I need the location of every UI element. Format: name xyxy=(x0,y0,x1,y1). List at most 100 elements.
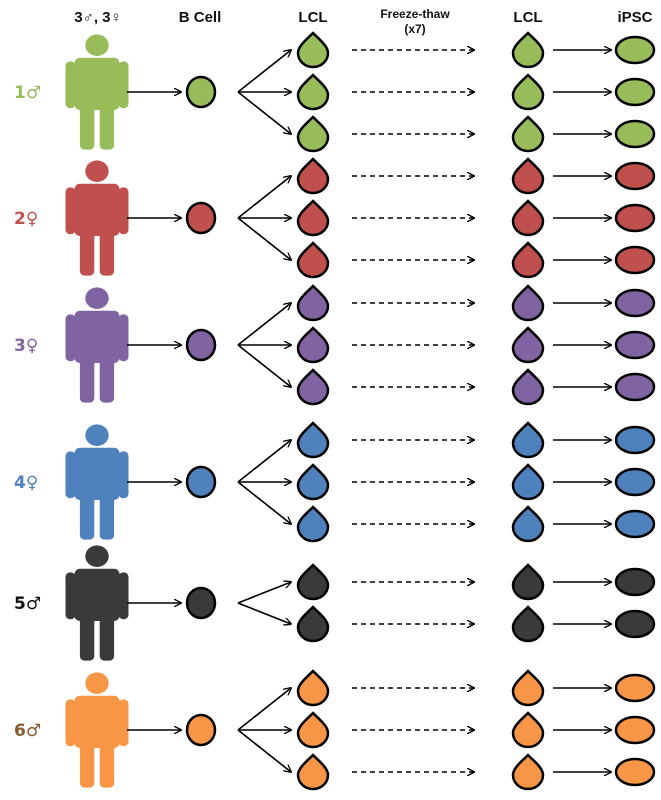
person-torso-icon xyxy=(74,57,120,110)
arrow-to-lcl xyxy=(237,602,291,624)
person-left-leg-icon xyxy=(79,492,95,540)
freeze-thaw-header: Freeze-thaw xyxy=(380,7,450,21)
freeze-thaw-count: (x7) xyxy=(404,22,425,36)
donor-row: 3♀ xyxy=(14,284,656,406)
ipsc-oval-icon xyxy=(614,245,656,275)
person-left-arm-icon xyxy=(65,187,76,235)
lcl-droplet-icon xyxy=(511,241,545,279)
lcl-droplet-icon xyxy=(296,199,330,237)
donor-row: 5♂ xyxy=(14,545,656,661)
lcl-droplet-icon xyxy=(296,368,330,406)
lcl-droplet-icon xyxy=(296,241,330,279)
ipsc-oval-icon xyxy=(614,609,656,639)
lcl-droplet-icon xyxy=(296,463,330,501)
lcl-droplet-icon xyxy=(296,563,330,601)
ipsc-oval-icon xyxy=(614,77,656,107)
arrow-to-lcl xyxy=(237,176,291,219)
lcl-droplet-icon xyxy=(296,605,330,643)
person-right-arm-icon xyxy=(118,451,129,499)
donor-label: 5♂ xyxy=(14,594,41,614)
lcl-droplet-icon xyxy=(296,157,330,195)
arrow-to-lcl xyxy=(237,91,291,134)
b-cell-circle-icon xyxy=(185,75,217,109)
donor-rows: 1♂2♀3♀4♀5♂6♂ xyxy=(14,31,656,791)
person-right-leg-icon xyxy=(99,228,115,276)
donor-row: 1♂ xyxy=(14,31,656,153)
person-right-leg-icon xyxy=(99,355,115,403)
lcl-droplet-icon xyxy=(511,31,545,69)
arrow-to-lcl xyxy=(237,217,291,260)
person-left-leg-icon xyxy=(79,102,95,150)
arrow-to-lcl xyxy=(237,303,291,346)
lcl-droplet-icon xyxy=(296,31,330,69)
person-left-leg-icon xyxy=(79,613,95,661)
lcl-droplet-icon xyxy=(296,284,330,322)
person-right-arm-icon xyxy=(118,699,129,747)
lcl-droplet-icon xyxy=(296,115,330,153)
lcl-left-header: LCL xyxy=(298,9,327,26)
person-left-arm-icon xyxy=(65,61,76,109)
ipsc-oval-icon xyxy=(614,467,656,497)
header-row: 3♂, 3♀ B Cell LCL Freeze-thaw (x7) LCL i… xyxy=(74,7,652,36)
person-right-arm-icon xyxy=(118,572,129,620)
ipsc-oval-icon xyxy=(614,330,656,360)
lcl-droplet-icon xyxy=(511,711,545,749)
person-left-arm-icon xyxy=(65,699,76,747)
person-left-leg-icon xyxy=(79,228,95,276)
ipsc-oval-icon xyxy=(614,567,656,597)
arrow-to-lcl xyxy=(237,50,291,93)
ipsc-oval-icon xyxy=(614,425,656,455)
arrow-to-lcl xyxy=(237,440,291,483)
ipsc-oval-icon xyxy=(614,119,656,149)
b-cell-circle-icon xyxy=(185,713,217,747)
person-right-leg-icon xyxy=(99,102,115,150)
ipsc-oval-icon xyxy=(614,161,656,191)
lcl-right-header: LCL xyxy=(513,9,542,26)
donor-row: 6♂ xyxy=(14,669,656,791)
donor-label: 2♀ xyxy=(14,209,38,229)
person-torso-icon xyxy=(74,310,120,363)
arrow-to-lcl xyxy=(237,344,291,387)
ipsc-oval-icon xyxy=(614,203,656,233)
lcl-droplet-icon xyxy=(296,669,330,707)
lcl-droplet-icon xyxy=(511,669,545,707)
person-torso-icon xyxy=(74,447,120,500)
ipsc-oval-icon xyxy=(614,715,656,745)
lcl-droplet-icon xyxy=(511,753,545,791)
person-left-arm-icon xyxy=(65,572,76,620)
bcell-header: B Cell xyxy=(179,9,222,26)
lcl-droplet-icon xyxy=(511,368,545,406)
b-cell-circle-icon xyxy=(185,465,217,499)
person-right-arm-icon xyxy=(118,314,129,362)
person-head-icon xyxy=(85,672,109,694)
lcl-droplet-icon xyxy=(296,505,330,543)
donor-row: 2♀ xyxy=(14,157,656,279)
person-head-icon xyxy=(85,424,109,447)
person-left-leg-icon xyxy=(79,355,95,403)
donor-label: 3♀ xyxy=(14,336,38,356)
lcl-droplet-icon xyxy=(511,157,545,195)
lcl-droplet-icon xyxy=(511,463,545,501)
donor-label: 6♂ xyxy=(14,721,41,741)
lcl-droplet-icon xyxy=(511,563,545,601)
person-left-leg-icon xyxy=(79,740,95,788)
person-right-arm-icon xyxy=(118,187,129,235)
person-right-leg-icon xyxy=(99,740,115,788)
lcl-droplet-icon xyxy=(296,73,330,111)
lcl-droplet-icon xyxy=(296,326,330,364)
ipsc-oval-icon xyxy=(614,288,656,318)
b-cell-circle-icon xyxy=(185,586,217,620)
lcl-droplet-icon xyxy=(511,199,545,237)
ipsc-header: iPSC xyxy=(617,9,652,26)
lcl-droplet-icon xyxy=(511,421,545,459)
ipsc-oval-icon xyxy=(614,673,656,703)
lcl-droplet-icon xyxy=(511,115,545,153)
arrow-to-lcl xyxy=(237,688,291,731)
person-head-icon xyxy=(85,287,109,310)
arrow-to-lcl xyxy=(237,481,291,524)
lcl-droplet-icon xyxy=(296,421,330,459)
lcl-droplet-icon xyxy=(511,326,545,364)
lcl-droplet-icon xyxy=(511,605,545,643)
arrow-to-lcl xyxy=(237,582,291,604)
